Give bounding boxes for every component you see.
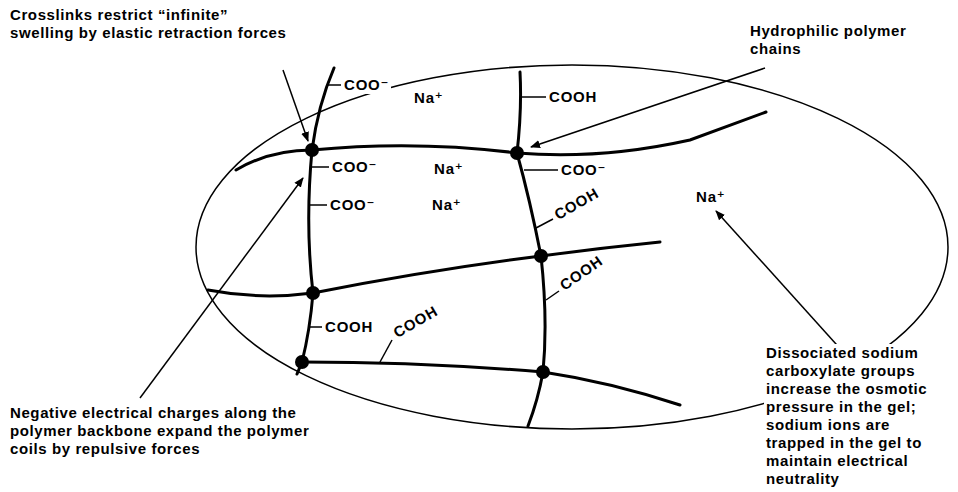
carboxylic-acid-group: COOH — [323, 318, 375, 336]
carboxylic-acid-group: COOH — [550, 183, 604, 225]
side-group-bonds — [308, 85, 559, 362]
callout-text: Hydrophilic polymer chains — [748, 22, 947, 58]
carboxylic-acid-group: COOH — [389, 301, 443, 343]
crosslink-dots — [295, 143, 550, 379]
sodium-ion: Na⁺ — [430, 196, 464, 214]
carboxylate-group: COO⁻ — [328, 196, 377, 214]
leader-arrows — [140, 68, 845, 398]
callout-text: Dissociated sodium carboxylate groups in… — [764, 344, 954, 488]
carboxylic-acid-group: COOH — [547, 88, 599, 106]
sodium-ion: Na⁺ — [412, 89, 446, 107]
carboxylate-group: COO⁻ — [342, 76, 391, 94]
sodium-ion: Na⁺ — [694, 188, 728, 206]
callout-text: Crosslinks restrict “infinite” swelling … — [8, 6, 297, 42]
carboxylic-acid-group: COOH — [555, 251, 608, 296]
carboxylate-group: COO⁻ — [330, 158, 379, 176]
sodium-ion: Na⁺ — [432, 160, 466, 178]
polymer-network — [208, 68, 766, 426]
callout-text: Negative electrical charges along the po… — [8, 404, 312, 458]
carboxylate-group: COO⁻ — [559, 161, 608, 179]
